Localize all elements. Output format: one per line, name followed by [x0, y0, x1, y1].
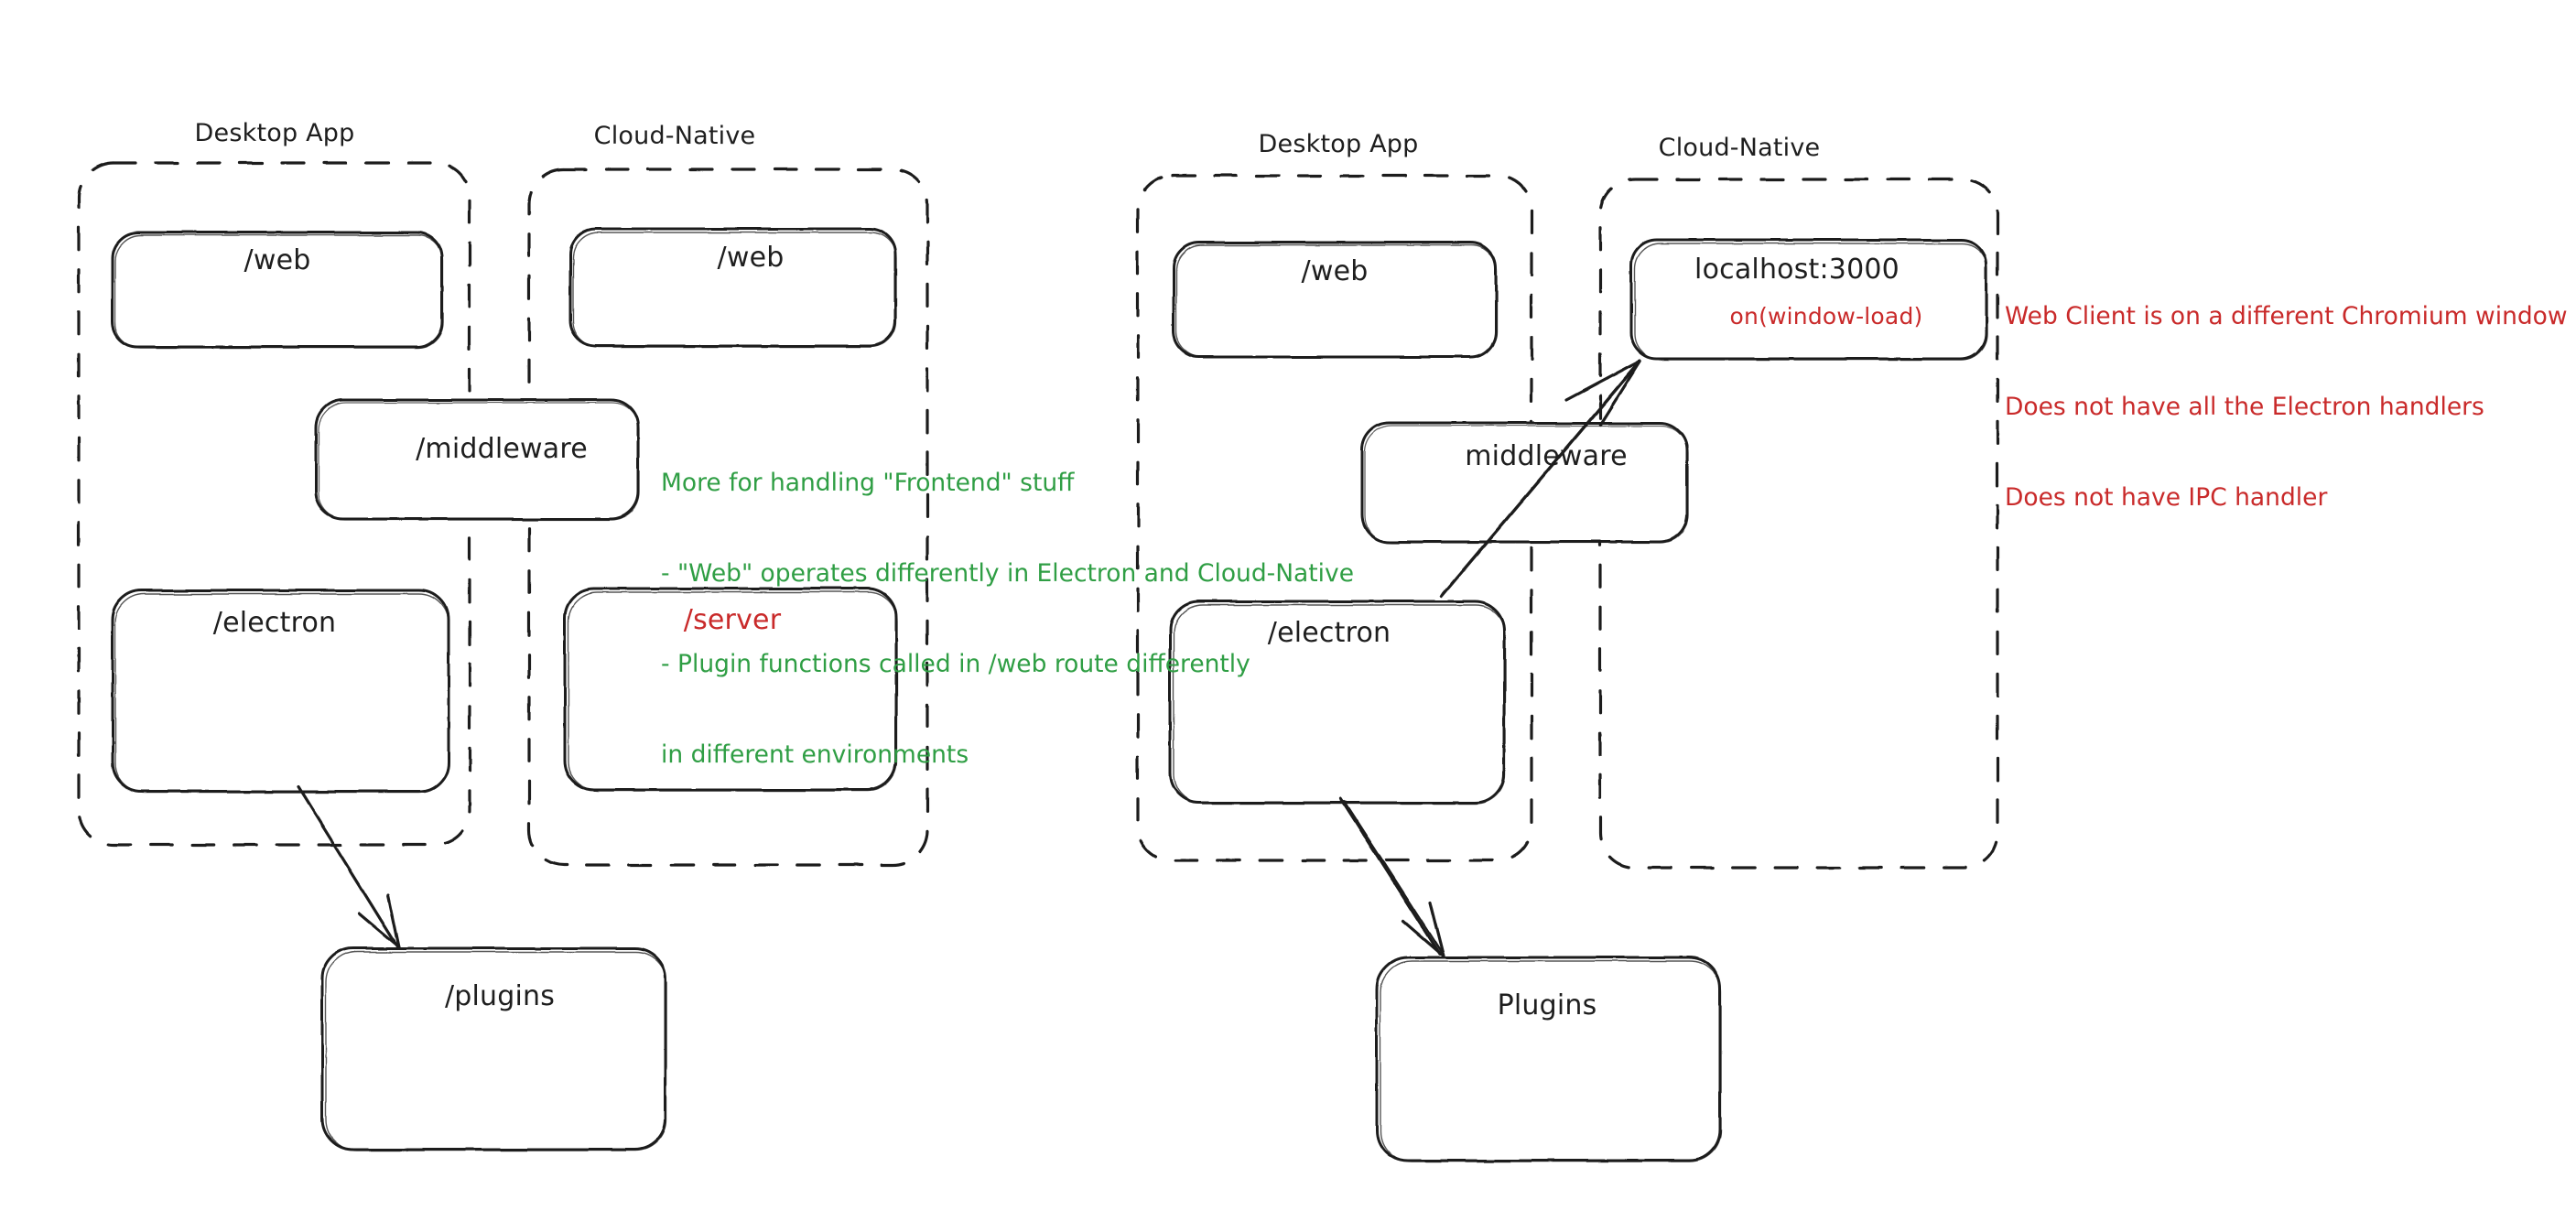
- right-electron-label: /electron: [1267, 617, 1391, 649]
- right-electron-to-localhost-arrow: [1439, 359, 1642, 599]
- green-note-line-2: - "Web" operates differently in Electron…: [661, 559, 1355, 588]
- left-electron-box[interactable]: [111, 589, 450, 794]
- left-server-box[interactable]: [563, 587, 898, 792]
- left-plugins-label: /plugins: [444, 980, 556, 1012]
- right-electron-to-plugins-arrow: [1338, 796, 1445, 958]
- right-plugins-box[interactable]: [1375, 956, 1722, 1162]
- red-note: Web Client is on a different Chromium wi…: [2005, 241, 2568, 543]
- left-cloud-group-boundary: [527, 168, 929, 867]
- left-cloud-web-label: /web: [717, 242, 785, 274]
- red-note-line-1: Web Client is on a different Chromium wi…: [2005, 302, 2568, 330]
- green-note-line-3: - Plugin functions called in /web route …: [661, 650, 1250, 678]
- right-localhost-label: localhost:3000: [1694, 254, 1900, 286]
- right-electron-box[interactable]: [1168, 600, 1506, 805]
- right-cloud-group-label: Cloud-Native: [1658, 134, 1821, 162]
- left-middleware-box[interactable]: [314, 398, 640, 521]
- left-desktop-web-box[interactable]: [111, 231, 444, 349]
- left-plugins-box[interactable]: [320, 946, 667, 1151]
- green-note-line-4: in different environments: [661, 740, 969, 769]
- right-localhost-box[interactable]: [1629, 238, 1988, 361]
- left-desktop-group-label: Desktop App: [194, 119, 355, 147]
- left-electron-to-plugins-arrow: [297, 785, 401, 949]
- right-middleware-label: middleware: [1465, 440, 1628, 472]
- green-note-line-1: More for handling "Frontend" stuff: [661, 469, 1075, 497]
- red-note-line-2: Does not have all the Electron handlers: [2005, 393, 2484, 421]
- left-desktop-web-label: /web: [244, 244, 311, 276]
- left-middleware-label: /middleware: [416, 433, 588, 465]
- green-note: More for handling "Frontend" stuff - "We…: [661, 407, 1354, 800]
- left-server-label: /server: [683, 604, 782, 636]
- right-localhost-sublabel: on(window-load): [1729, 303, 1923, 330]
- right-middleware-box[interactable]: [1360, 421, 1689, 544]
- red-note-line-3: Does not have IPC handler: [2005, 483, 2328, 512]
- left-cloud-web-box[interactable]: [568, 227, 897, 348]
- left-cloud-group-label: Cloud-Native: [593, 122, 756, 150]
- left-electron-label: /electron: [212, 607, 337, 639]
- right-desktop-web-label: /web: [1301, 255, 1369, 287]
- right-desktop-group-label: Desktop App: [1258, 130, 1419, 158]
- right-plugins-label: Plugins: [1497, 989, 1597, 1021]
- right-desktop-web-box[interactable]: [1172, 241, 1498, 359]
